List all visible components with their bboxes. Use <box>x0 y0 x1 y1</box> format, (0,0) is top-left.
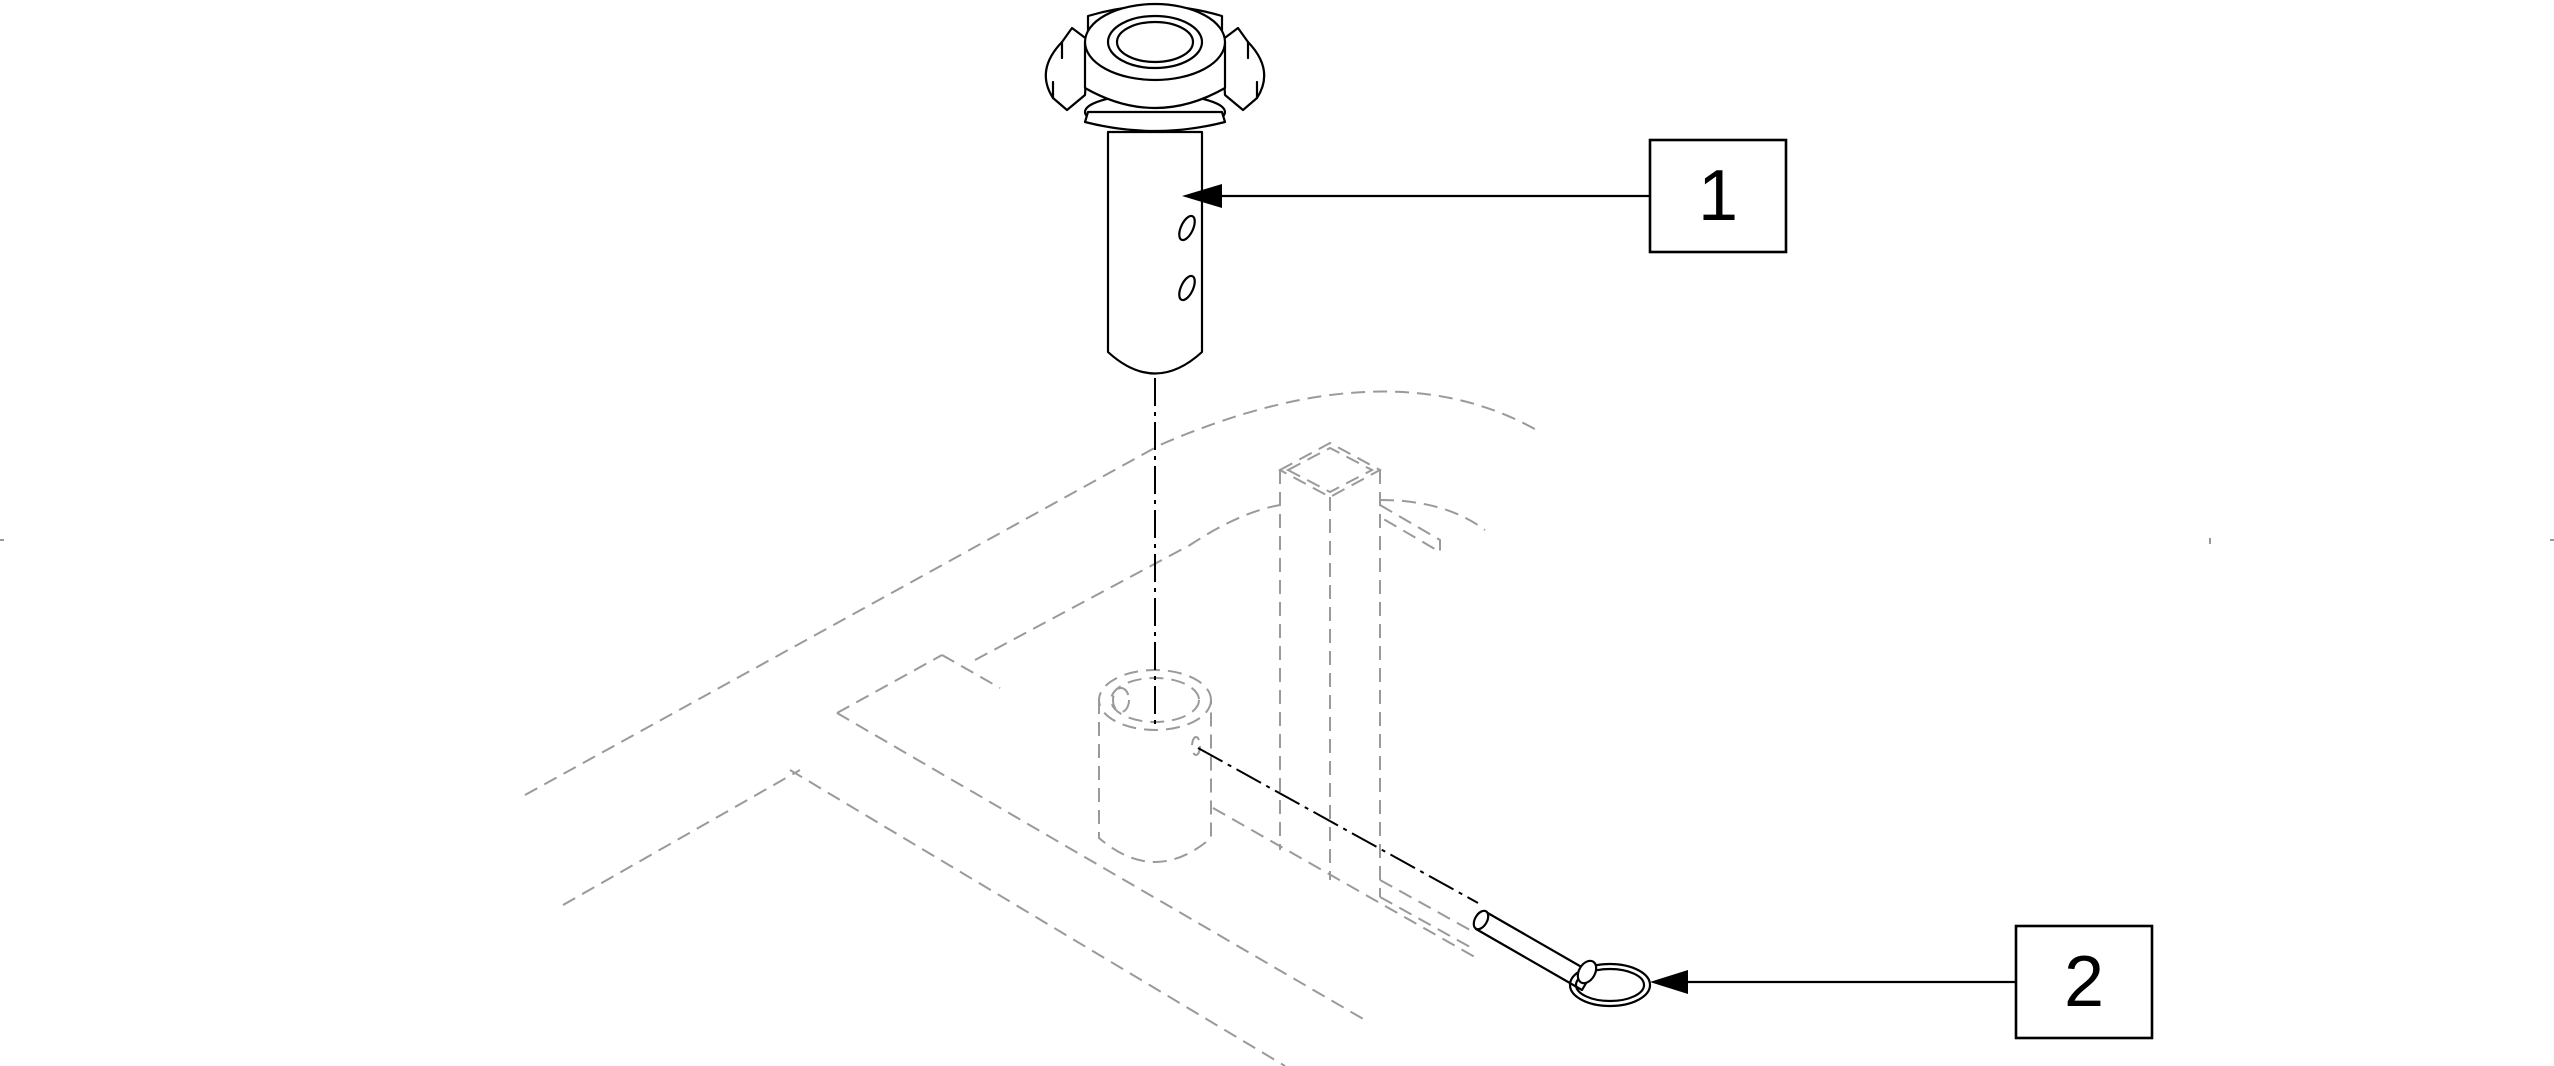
phantom-frame <box>524 390 1541 1066</box>
callout-1-arrowhead <box>1182 184 1222 208</box>
ring-pin-part <box>1472 909 1652 1008</box>
callout-2-arrowhead <box>1650 970 1688 994</box>
callout-1-label: 1 <box>1698 156 1738 236</box>
centerlines <box>1154 378 1479 904</box>
callout-1-box <box>1648 138 1788 254</box>
callout-2-box <box>2014 924 2154 1040</box>
edge-tick-marks <box>0 538 2554 544</box>
callout-2: 2 <box>1650 924 2154 1040</box>
callout-1: 1 <box>1182 138 1788 254</box>
flanged-pin-part <box>1044 2 1266 375</box>
callout-2-label: 2 <box>2064 942 2104 1022</box>
